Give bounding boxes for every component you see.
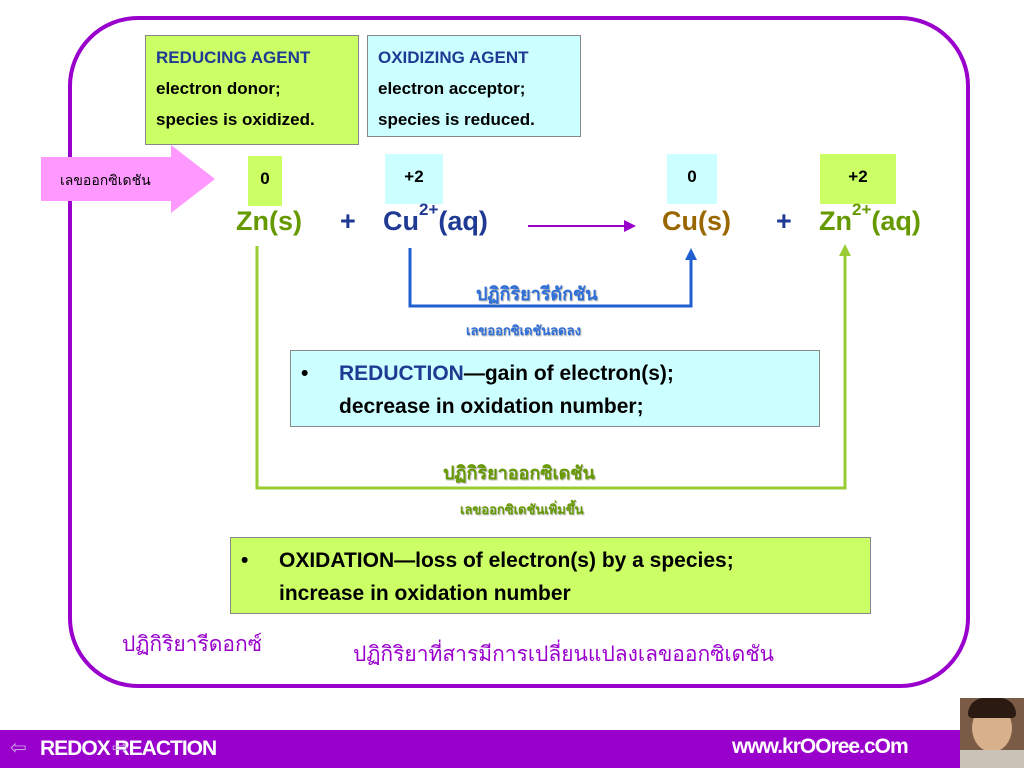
reduction-connector (408, 248, 693, 308)
reducing-agent-line2: species is oxidized. (156, 110, 315, 129)
ox-num-cu-s: 0 (667, 154, 717, 204)
eq-zn-ion-base: Zn (819, 206, 852, 236)
reaction-arrow (528, 220, 636, 232)
reducing-agent-box: REDUCING AGENT electron donor; species i… (145, 35, 359, 145)
reduction-bullet: • (301, 362, 309, 385)
oxidation-definition-line2: increase in oxidation number (279, 582, 571, 605)
oxidation-definition-text: OXIDATION—loss of electron(s) by a speci… (279, 544, 859, 610)
eq-plus-2: + (776, 206, 792, 236)
oxidation-bullet: • (241, 549, 249, 572)
oxidizing-agent-line2: species is reduced. (378, 110, 535, 129)
reduction-title: ปฏิกิริยารีดักชัน (476, 284, 598, 305)
reduction-arrowhead (685, 248, 697, 260)
next-slide-icon[interactable]: ⇨ (112, 737, 129, 759)
reduction-subtitle: เลขออกซิเดชันลดลง (466, 324, 581, 339)
eq-zn-solid: Zn(s) (236, 206, 302, 236)
oxidation-number-arrow (41, 145, 215, 213)
reduction-definition-rest: —gain of electron(s); (463, 362, 674, 385)
oxidation-definition-box: • OXIDATION—loss of electron(s) by a spe… (230, 537, 871, 614)
eq-zn-ion-charge: 2+ (852, 200, 872, 219)
redox-title: ปฏิกิริยารีดอกซ์ (122, 632, 263, 656)
footer-title: REDOX REACTION (40, 737, 217, 760)
footer-website: www.krOOree.cOm (732, 735, 909, 758)
presenter-hair (968, 698, 1016, 718)
eq-zn-ion-state: (aq) (871, 206, 921, 236)
reduction-definition-text: REDUCTION—gain of electron(s); decrease … (339, 357, 839, 423)
ox-num-zn-s: 0 (248, 156, 282, 206)
oxidation-arrowhead (839, 244, 851, 256)
oxidizing-agent-heading: OXIDIZING AGENT (378, 48, 529, 67)
eq-cu-solid: Cu(s) (662, 206, 731, 236)
eq-cu-ion-state: (aq) (438, 206, 488, 236)
ox-num-zn-ion: +2 (820, 154, 896, 204)
reduction-term: REDUCTION (339, 362, 464, 385)
eq-plus-1: + (340, 206, 356, 236)
redox-definition: ปฏิกิริยาที่สารมีการเปลี่ยนแปลงเลขออกซิเ… (353, 642, 774, 666)
oxidation-number-label: เลขออกซิเดชัน (60, 173, 151, 189)
eq-cu-ion-base: Cu (383, 206, 419, 236)
eq-zn-ion: Zn2+(aq) (819, 200, 921, 237)
oxidizing-agent-box: OXIDIZING AGENT electron acceptor; speci… (367, 35, 581, 137)
prev-slide-icon[interactable]: ⇦ (10, 737, 27, 759)
oxidizing-agent-line1: electron acceptor; (378, 79, 526, 98)
presenter-shirt (960, 750, 1024, 768)
eq-cu-ion: Cu2+(aq) (383, 200, 488, 237)
reducing-agent-line1: electron donor; (156, 79, 281, 98)
eq-cu-ion-charge: 2+ (419, 200, 439, 219)
oxidation-subtitle: เลขออกซิเดชันเพิ่มขึ้น (460, 503, 584, 518)
oxidation-definition-line1: OXIDATION—loss of electron(s) by a speci… (279, 549, 734, 572)
slide-frame (68, 16, 970, 688)
footer-bar: ⇦ REDOX REACTION ⇨ www.krOOree.cOm (0, 730, 1024, 768)
reduction-definition-line1: REDUCTION—gain of electron(s); (339, 357, 839, 390)
reduction-definition-line2: decrease in oxidation number; (339, 395, 644, 418)
reduction-definition-box: • REDUCTION—gain of electron(s); decreas… (290, 350, 820, 427)
ox-num-cu-ion: +2 (385, 154, 443, 204)
oxidation-title: ปฏิกิริยาออกซิเดชัน (443, 463, 595, 484)
reducing-agent-heading: REDUCING AGENT (156, 48, 311, 67)
presenter-photo (960, 698, 1024, 768)
oxidation-connector (255, 246, 847, 490)
